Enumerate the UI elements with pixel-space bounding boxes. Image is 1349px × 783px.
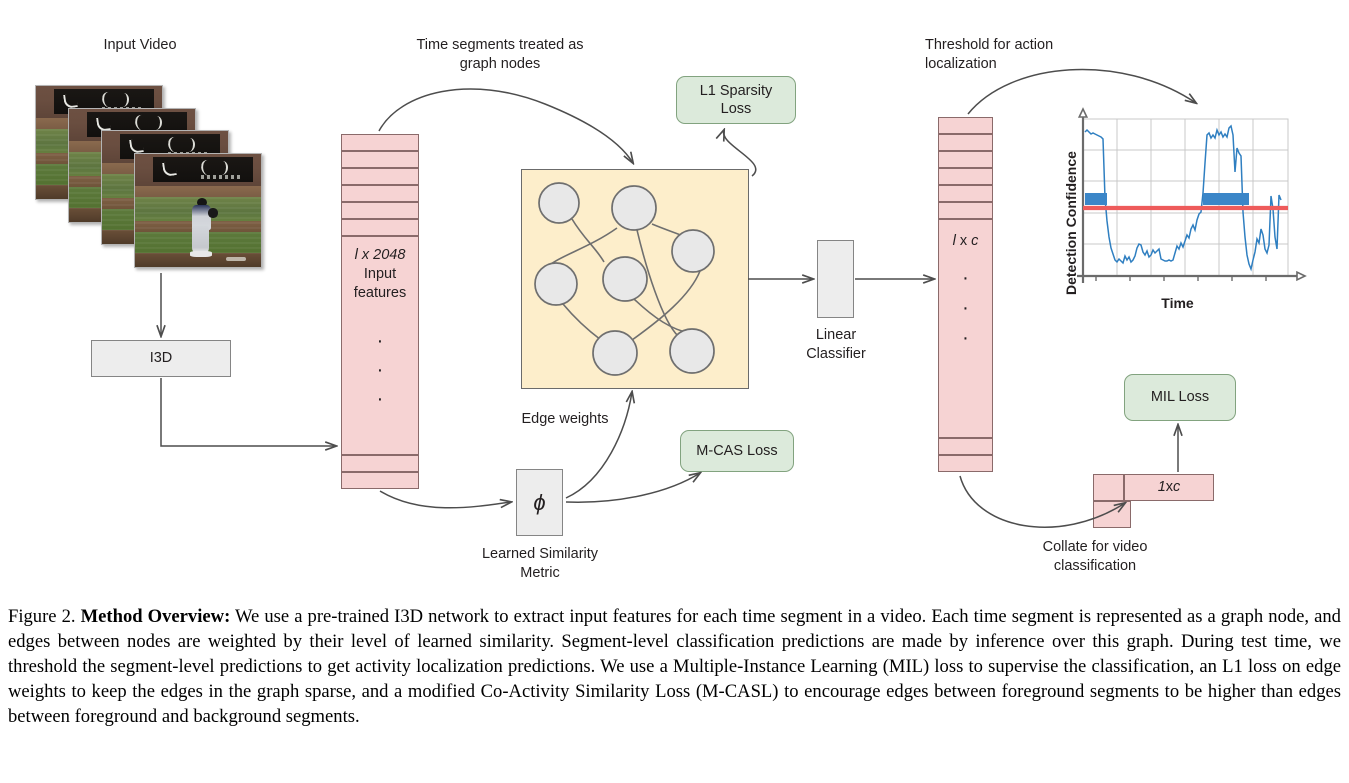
phi-symbol: ϕ [533,489,546,515]
graph-node [538,182,580,224]
graph-node [669,328,715,374]
output-cell-top-5 [938,185,993,202]
output-cell-bottom-2 [938,455,993,472]
feature-features-label: features [353,285,407,301]
feature-cell-top-3 [341,168,419,185]
graph-nodes [534,182,715,376]
graph-node [534,262,578,306]
input-feature-column: l x 2048 Input features · · · [341,134,419,489]
edge-weights-label: Edge weights [521,411,609,427]
arrow-features-to-graph [378,88,633,163]
threshold-label: Threshold for action localization [925,37,1054,72]
collate-label: Collate for video classification [1042,539,1148,574]
detection-confidence-chart: Detection Confidence Time [1045,105,1310,320]
arrow-output-to-collated [959,475,1125,528]
feature-dim-rest: x 2048 [357,247,406,263]
collated-cell-center: 1 x c [1124,474,1214,501]
feature-dim-label: l x 2048 [341,246,419,265]
output-cell-body [938,219,993,438]
connector-layer [0,68,1349,528]
linear-classifier-label: Linear Classifier [806,327,866,362]
collated-dim-c: c [1173,479,1181,496]
linear-classifier-box [817,240,854,318]
output-cell-bottom-1 [938,438,993,455]
feature-cell-top-4 [341,185,419,202]
detection-bar-1 [1085,193,1107,205]
collated-dim-1: 1 [1157,479,1166,496]
output-cell-top-3 [938,151,993,168]
phi-box: ϕ [516,469,563,536]
arrow-phi-to-graph [565,392,632,499]
feature-dot-3: · [376,388,384,410]
input-video-group [35,85,285,270]
arrow-i3d-to-features [160,378,336,446]
feature-input-label: Input [363,266,397,282]
output-cell-top-6 [938,202,993,219]
output-cell-top-2 [938,134,993,151]
feature-cell-bottom-1 [341,455,419,472]
feature-cell-top-6 [341,219,419,236]
caption-bold: Method Overview: [80,606,231,627]
feature-cell-body [341,236,419,455]
mil-loss-box: MIL Loss [1124,374,1236,421]
feature-dot-2: · [376,359,384,381]
arrow-phi-to-mcasloss [565,473,700,503]
feature-dot-1: · [376,330,384,352]
l1-sparsity-loss-box: L1 Sparsity Loss [676,76,796,124]
feature-cell-top-1 [341,134,419,151]
graph-node [671,229,715,273]
feature-dim-l: l [354,247,358,263]
output-dot-3: · [962,327,969,349]
graph-node [602,256,648,302]
feature-cell-top-2 [341,151,419,168]
time-segments-label: Time segments treated as graph nodes [416,37,584,72]
detection-bar-2 [1203,193,1249,205]
collated-dim-x: x [1165,479,1174,496]
graph-node [592,330,638,376]
output-dim-label: l x c [938,232,993,251]
collated-vector-row: 1 x c [1093,474,1252,528]
arrow-features-to-phi [379,490,511,509]
arrow-output-to-chart [967,68,1196,115]
video-frame-4 [134,153,262,268]
i3d-box: I3D [91,340,231,377]
input-video-label: Input Video [103,37,177,53]
output-cell-top-4 [938,168,993,185]
learned-similarity-label: Learned Similarity Metric [481,546,599,581]
output-dot-2: · [962,297,969,319]
graph-node [611,185,657,231]
confidence-trace [1084,124,1282,272]
output-dim-c: c [971,233,979,249]
output-cell-top-1 [938,117,993,134]
collated-cell-left [1093,474,1124,501]
mcas-loss-box: M-CAS Loss [680,430,794,472]
chart-xlabel: Time [1161,295,1194,311]
feature-cell-top-5 [341,202,419,219]
feature-cell-bottom-2 [341,472,419,489]
output-score-column: l x c · · · [938,117,993,472]
output-dim-x: x [955,233,972,249]
method-overview-figure: Input Video I3D l x 2048 Input features … [0,37,1349,581]
figure-caption: Figure 2. Method Overview: We use a pre-… [8,604,1341,729]
output-dim-l: l [952,233,956,249]
output-dot-1: · [962,267,969,289]
caption-prefix: Figure 2. [8,606,81,627]
arrow-graph-to-l1loss [724,130,757,177]
chart-svg [1077,107,1307,283]
caption-body: We use a pre-trained I3D network to extr… [8,606,1341,727]
